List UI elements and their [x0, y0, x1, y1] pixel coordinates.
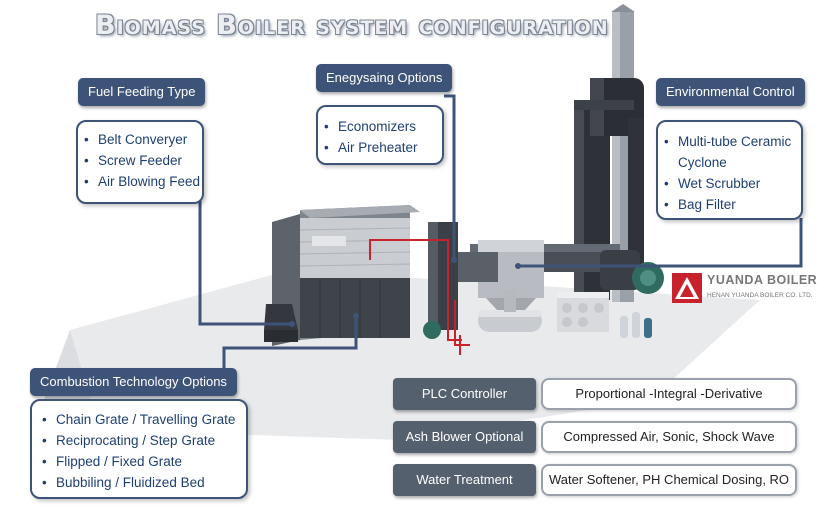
fuel-feeding-item: Screw Feeder	[82, 150, 202, 171]
water-softener	[620, 312, 652, 338]
energy-saving-list: Economizers Air Preheater	[316, 105, 444, 165]
option-value: Compressed Air, Sonic, Shock Wave	[541, 421, 797, 453]
brand-company: HENAN YUANDA BOILER CO. LTD.	[707, 292, 813, 299]
option-value: Proportional -Integral -Derivative	[541, 378, 797, 410]
environmental-item: Multi-tube Ceramic	[662, 131, 801, 152]
environmental-item: Wet Scrubber	[662, 173, 801, 194]
fuel-feeding-list: Belt Converyer Screw Feeder Air Blowing …	[76, 120, 204, 204]
steam-pipes	[369, 239, 470, 355]
option-label: PLC Controller	[393, 378, 536, 410]
water-tank	[557, 292, 609, 332]
environmental-list: Multi-tube Ceramic Cyclone Wet Scrubber …	[656, 120, 803, 220]
combustion-item: Reciprocating / Step Grate	[40, 430, 246, 451]
option-label: Ash Blower Optional	[393, 421, 536, 453]
fuel-feeding-heading: Fuel Feeding Type	[78, 78, 206, 106]
combustion-list: Chain Grate / Travelling Grate Reciproca…	[30, 399, 248, 499]
combustion-item: Bubbiling / Fluidized Bed	[40, 472, 246, 493]
callout-connectors	[198, 94, 803, 380]
energy-saving-item: Economizers	[322, 116, 442, 137]
combustion-item: Flipped / Fixed Grate	[40, 451, 246, 472]
environmental-item: Bag Filter	[662, 194, 801, 215]
forced-draft-fan	[423, 321, 441, 339]
energy-saving-item: Air Preheater	[322, 137, 442, 158]
combustion-item: Chain Grate / Travelling Grate	[40, 409, 246, 430]
brand-mark-icon	[672, 273, 702, 303]
option-label: Water Treatment	[393, 464, 536, 496]
combustion-heading: Combustion Technology Options	[30, 368, 237, 396]
option-value: Water Softener, PH Chemical Dosing, RO	[541, 464, 797, 496]
brand-name: YUANDA BOILER	[707, 273, 818, 287]
fuel-feeding-item: Belt Converyer	[82, 129, 202, 150]
page-title: Biomass Boiler system configuration	[95, 10, 609, 41]
energy-saving-heading: Enegysaing Options	[316, 64, 453, 92]
environmental-item-continued: Cyclone	[678, 155, 727, 170]
environmental-heading: Environmental Control	[656, 78, 805, 106]
fuel-feeding-item: Air Blowing Feed	[82, 171, 202, 192]
brand-logo: YUANDA BOILER HENAN YUANDA BOILER CO. LT…	[671, 272, 817, 306]
deaerator-tank	[478, 290, 542, 332]
